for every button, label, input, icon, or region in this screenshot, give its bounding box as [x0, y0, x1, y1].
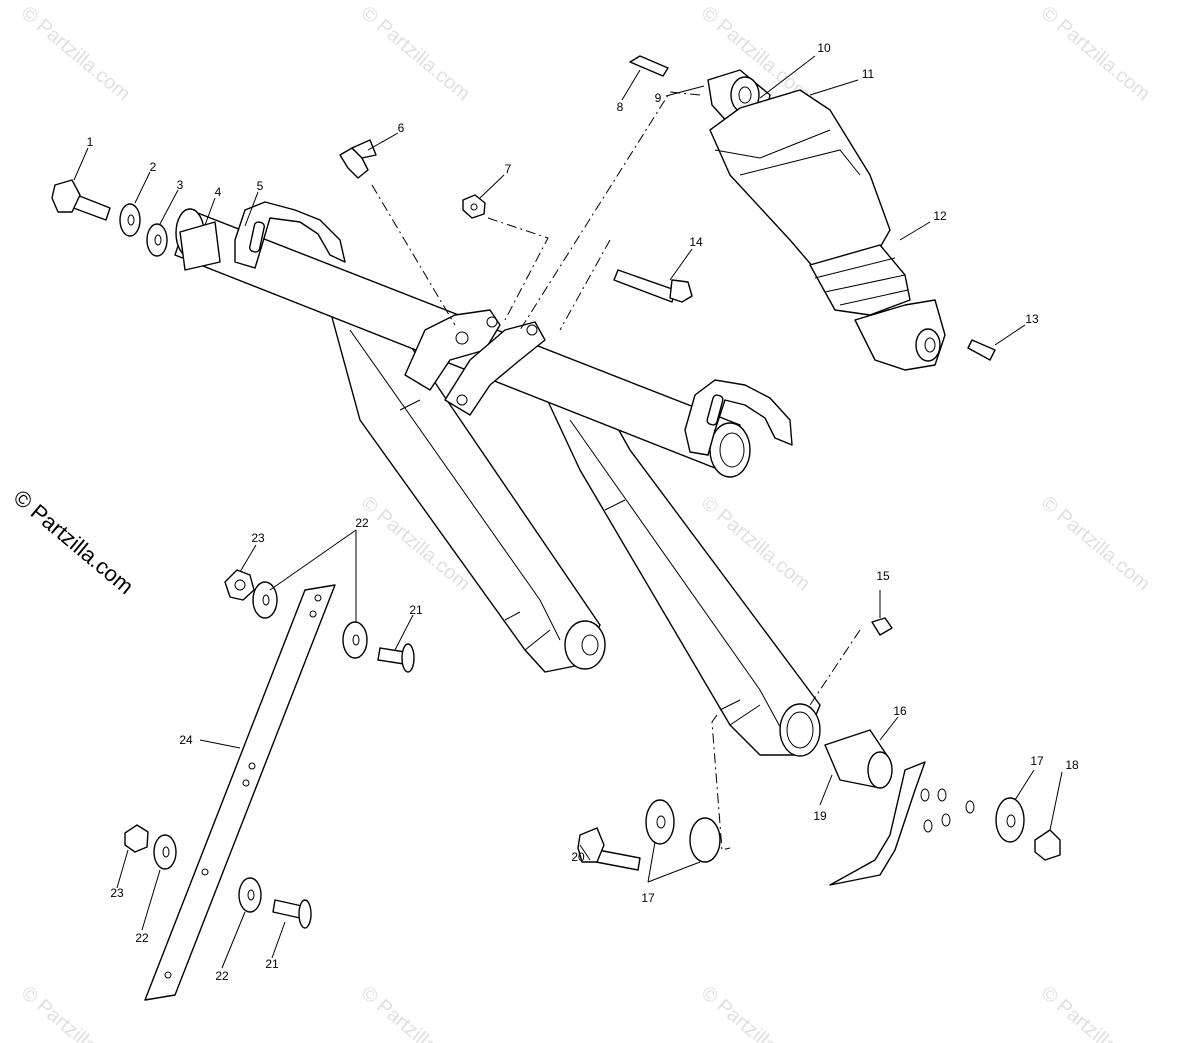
callout-14: 14 [689, 235, 703, 249]
part-15-grease-fitting [871, 598, 893, 636]
part-2-washer [119, 203, 141, 237]
watermarks: © Partzilla.com © Partzilla.com © Partzi… [17, 2, 1154, 1043]
callout-21-bottom: 21 [265, 957, 279, 971]
callout-labels: 1 2 3 4 5 6 7 8 9 10 11 12 13 14 15 16 1… [87, 41, 1079, 983]
callout-23-top: 23 [251, 531, 265, 545]
watermark: © Partzilla.com [17, 982, 134, 1043]
part-23-nut-top [224, 569, 255, 601]
watermark: © Partzilla.com [1037, 492, 1154, 595]
left-arm-end-bushing [564, 620, 606, 670]
watermark: © Partzilla.com [1037, 982, 1154, 1043]
callout-20: 20 [571, 850, 585, 864]
shock-absorber [707, 69, 946, 371]
callout-1: 1 [87, 135, 94, 149]
callout-21-top: 21 [409, 603, 423, 617]
callout-10: 10 [817, 41, 831, 55]
part-22-washer-top-b [342, 621, 368, 659]
callout-8: 8 [617, 100, 624, 114]
part-21-rivet-top [377, 647, 406, 665]
shock-body [709, 89, 891, 276]
part-18-nut [1034, 829, 1061, 861]
watermark: © Partzilla.com [357, 982, 474, 1043]
shock-lower-bushing [915, 328, 941, 362]
callout-11: 11 [862, 67, 875, 81]
right-bracket [684, 379, 793, 456]
callout-24: 24 [179, 733, 193, 747]
leader-lines [73, 55, 1063, 969]
watermark: © Partzilla.com [697, 982, 814, 1043]
copyright-text: © Partzilla.com [9, 485, 139, 599]
callout-9: 9 [655, 91, 662, 105]
watermark: © Partzilla.com [357, 2, 474, 105]
rear-flap [829, 761, 926, 886]
callout-7: 7 [505, 162, 512, 176]
part-14-bolt [613, 269, 693, 303]
part-20-bolt [577, 827, 641, 871]
watermark: © Partzilla.com [1037, 2, 1154, 105]
callout-6: 6 [398, 121, 405, 135]
callout-2: 2 [150, 160, 157, 174]
part-3-washer [146, 223, 168, 257]
callout-13: 13 [1025, 312, 1039, 326]
part-22-washer-bottom-b [238, 877, 262, 913]
part-1-bolt [51, 179, 111, 221]
callout-18: 18 [1065, 758, 1079, 772]
part-23-nut-bottom [124, 824, 149, 853]
left-bracket [234, 201, 346, 269]
part-6-grease-fitting [339, 139, 377, 179]
callout-22-top: 22 [355, 516, 369, 530]
part-17-washer-a [645, 799, 675, 845]
part-17-washer [995, 797, 1025, 843]
shock-mount-plate-left [404, 309, 501, 391]
shock-mount-plate-right [444, 321, 546, 416]
part-24-strap [144, 584, 336, 1001]
callout-5: 5 [257, 179, 264, 193]
watermark: © Partzilla.com [17, 2, 134, 105]
right-arm-end-tube [779, 703, 821, 757]
part-13-pin [967, 339, 996, 361]
callout-19: 19 [813, 809, 827, 823]
callout-15: 15 [876, 569, 890, 583]
callout-22-bottom-a: 22 [135, 931, 149, 945]
callout-17-right: 17 [1030, 754, 1044, 768]
callout-22-bottom-b: 22 [215, 969, 229, 983]
part-17-washer-b [689, 817, 721, 863]
callout-23-bottom: 23 [110, 886, 124, 900]
shock-spring-section [809, 244, 911, 316]
part-4-bushing [179, 221, 221, 271]
callout-4: 4 [215, 185, 222, 199]
part-7-nut [462, 194, 486, 219]
part-22-washer-bottom [153, 834, 177, 870]
callout-3: 3 [177, 178, 184, 192]
callout-16: 16 [893, 704, 907, 718]
rear-arm-assembly [174, 201, 821, 757]
part-21-rivet-bottom [272, 899, 303, 919]
part-22-washer-top [252, 581, 278, 619]
part-8-pin [629, 55, 669, 77]
callout-17-bottom: 17 [641, 891, 655, 905]
callout-12: 12 [933, 209, 947, 223]
